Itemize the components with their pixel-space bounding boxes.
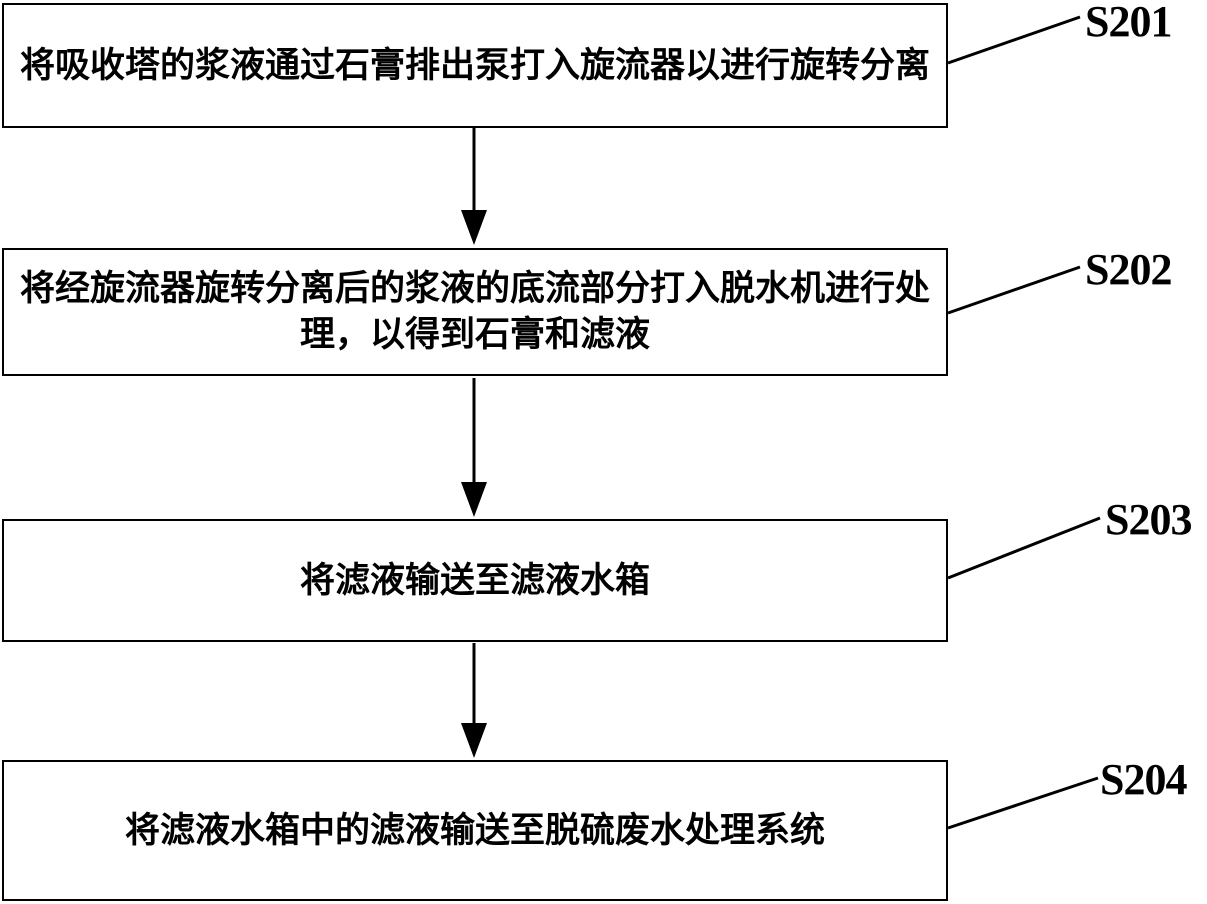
step-label-s203: S203	[1105, 495, 1192, 544]
step-box-s202: 将经旋流器旋转分离后的浆液的底流部分打入脱水机进行处理，以得到石膏和滤液	[2, 248, 948, 376]
leader-line-s203	[947, 516, 1101, 580]
step-box-s201: 将吸收塔的浆液通过石膏排出泵打入旋流器以进行旋转分离	[2, 3, 948, 128]
leader-line-s202	[947, 265, 1081, 315]
flow-arrow-2	[461, 378, 487, 517]
flow-arrow-3	[461, 643, 487, 758]
step-label-s204: S204	[1100, 755, 1187, 804]
leader-line-s204	[947, 776, 1099, 830]
step-text-s201: 将吸收塔的浆液通过石膏排出泵打入旋流器以进行旋转分离	[19, 45, 930, 86]
leader-line-s201	[947, 15, 1081, 65]
step-text-s204: 将滤液水箱中的滤液输送至脱硫废水处理系统	[124, 810, 825, 851]
step-text-s202: 将经旋流器旋转分离后的浆液的底流部分打入脱水机进行处理，以得到石膏和滤液	[19, 269, 930, 355]
flow-arrow-1	[461, 128, 487, 245]
step-box-s204: 将滤液水箱中的滤液输送至脱硫废水处理系统	[2, 760, 948, 901]
step-label-s201: S201	[1085, 0, 1172, 46]
step-label-s202: S202	[1085, 245, 1172, 294]
step-text-s203: 将滤液输送至滤液水箱	[299, 560, 650, 601]
step-box-s203: 将滤液输送至滤液水箱	[2, 519, 948, 642]
